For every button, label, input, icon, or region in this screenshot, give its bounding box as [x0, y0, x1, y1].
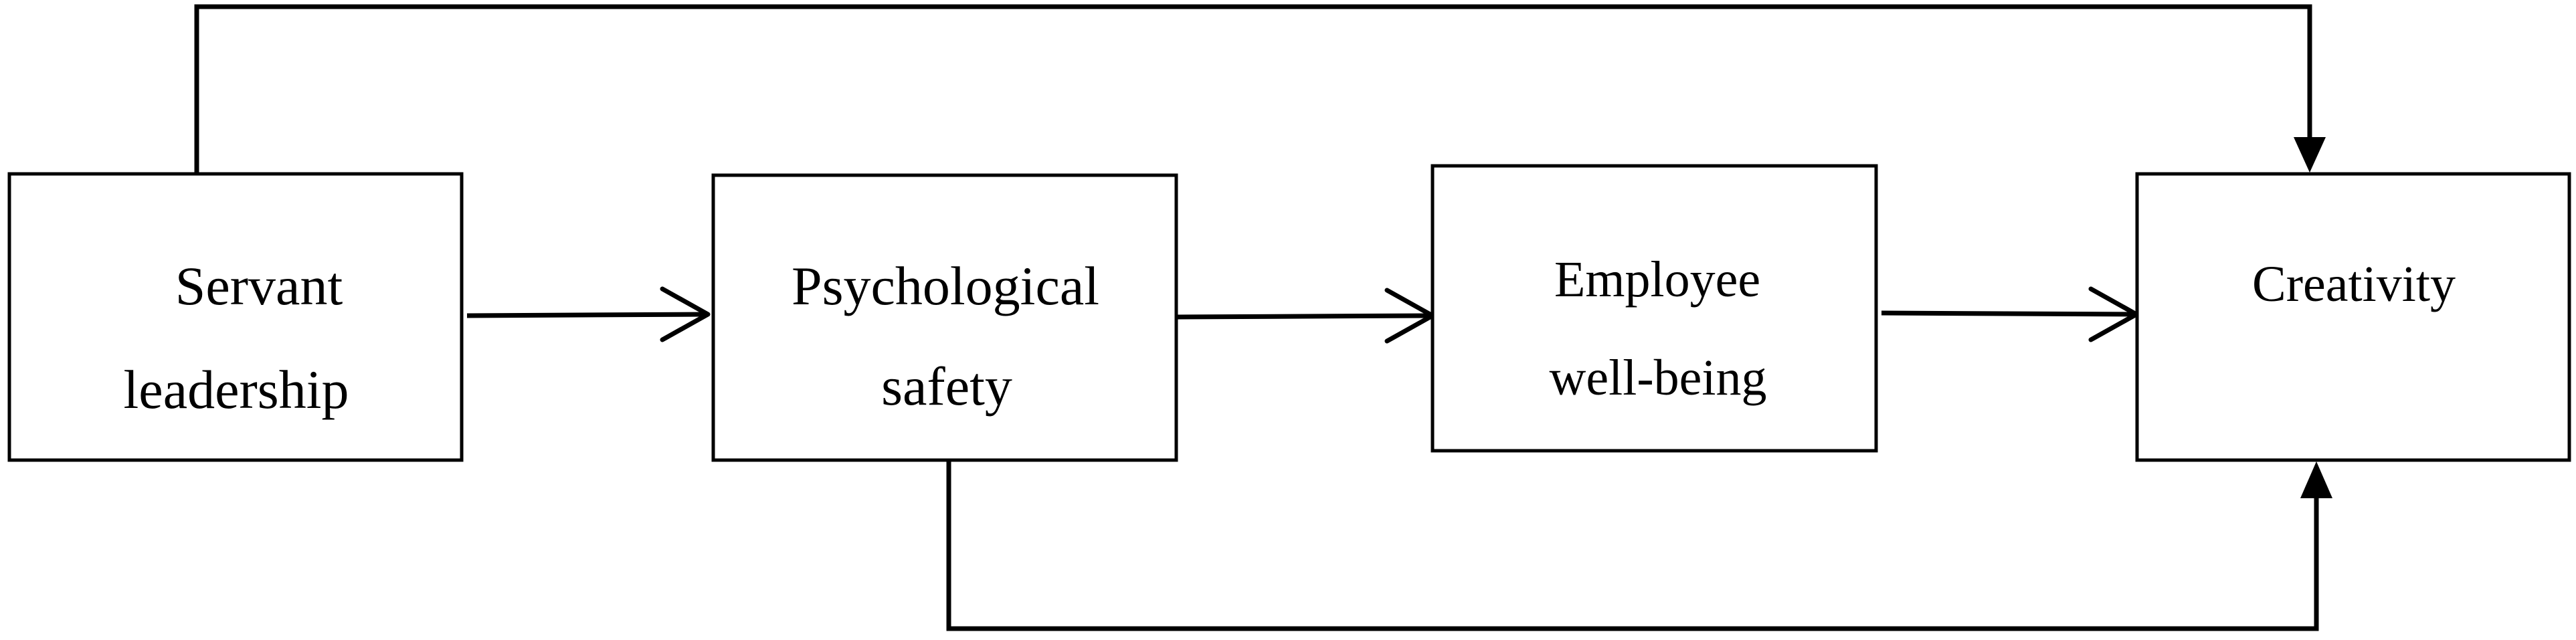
node-creativity: Creativity [2135, 172, 2571, 462]
node-employee-well-being: Employee well-being [1431, 164, 1878, 453]
node-psychological-safety: Psychological safety [711, 173, 1178, 462]
node-servant-leadership: Servant leadership [7, 172, 464, 462]
node-label-line1: Employee [1554, 251, 1760, 308]
edge-psychological-safety-to-creativity [946, 461, 2332, 631]
edge-employee-well-being-to-creativity [1881, 286, 2139, 342]
node-label-line1: Creativity [2252, 256, 2456, 312]
edge-line [1177, 313, 1431, 320]
node-box [7, 172, 464, 462]
edge-line [466, 312, 707, 318]
arrowhead-up-icon [2300, 461, 2332, 498]
node-label-line2: safety [881, 356, 1012, 417]
arrowhead-right-icon [660, 286, 711, 342]
edge-line-bottom-path [946, 461, 2319, 631]
node-box [711, 173, 1178, 462]
node-label-line1: Servant [175, 255, 343, 316]
edge-servant-leadership-to-psychological-safety [466, 286, 711, 342]
arrowhead-down-icon [2294, 137, 2326, 173]
node-box [2135, 172, 2571, 462]
node-box [1431, 164, 1878, 453]
edge-servant-leadership-to-creativity [194, 4, 2326, 173]
node-label-line1: Psychological [792, 255, 1099, 316]
edge-psychological-safety-to-employee-well-being [1177, 288, 1435, 344]
node-label-line2: leadership [124, 359, 349, 420]
edge-line-top-path [194, 4, 2312, 173]
edge-line [1881, 310, 2135, 317]
node-label-line2: well-being [1549, 350, 1766, 406]
